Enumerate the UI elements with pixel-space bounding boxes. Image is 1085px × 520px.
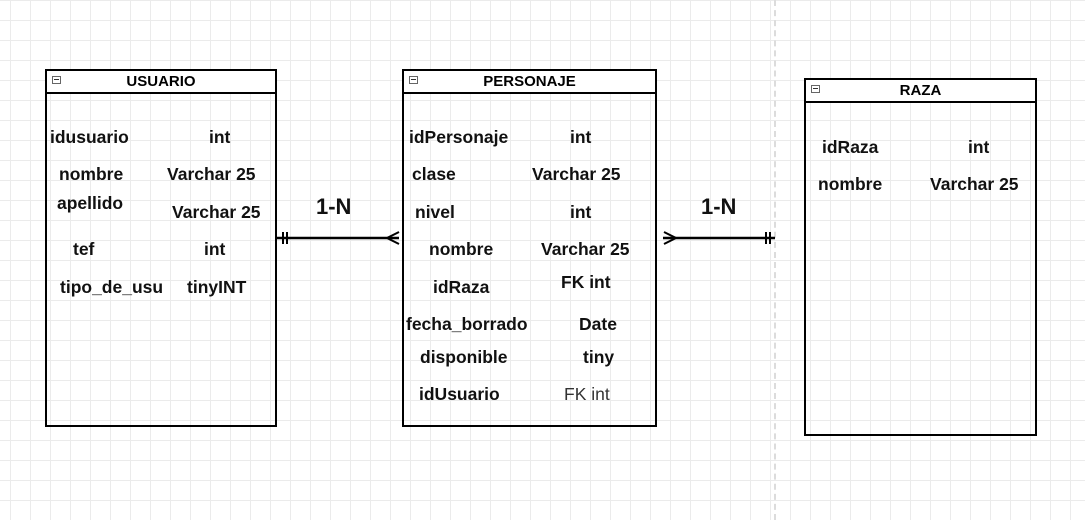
field-name[interactable]: tipo_de_usu <box>60 277 164 297</box>
relationship-label-personaje-raza[interactable]: 1-N <box>701 194 737 219</box>
field-type[interactable]: Varchar 25 <box>532 164 621 184</box>
page-break-guide <box>774 0 776 520</box>
collapse-minus-icon[interactable] <box>811 85 820 93</box>
entity-personaje-title: PERSONAJE <box>483 73 576 90</box>
field-type[interactable]: Varchar 25 <box>172 202 261 222</box>
field-name[interactable]: idPersonaje <box>409 127 509 147</box>
entity-raza-title: RAZA <box>899 82 942 99</box>
entity-usuario-header[interactable]: USUARIO <box>47 71 275 94</box>
field-type[interactable]: Varchar 25 <box>930 174 1019 194</box>
field-type[interactable]: int <box>570 202 592 222</box>
field-name[interactable]: tef <box>73 239 95 259</box>
entity-usuario-title: USUARIO <box>126 73 196 90</box>
field-type[interactable]: Varchar 25 <box>167 164 256 184</box>
field-name[interactable]: nombre <box>429 239 494 259</box>
field-name[interactable]: apellido <box>57 193 124 213</box>
entity-raza[interactable]: RAZA idRaza int nombre Varchar 25 <box>804 78 1037 436</box>
field-type[interactable]: int <box>209 127 231 147</box>
field-type[interactable]: int <box>968 137 990 157</box>
field-type[interactable]: Date <box>579 314 617 334</box>
field-name[interactable]: idRaza <box>433 277 490 297</box>
field-type[interactable]: FK int <box>564 384 610 404</box>
field-name[interactable]: fecha_borrado <box>406 314 528 334</box>
field-name[interactable]: nombre <box>818 174 883 194</box>
entity-usuario[interactable]: USUARIO idusuario int nombre Varchar 25 … <box>45 69 277 427</box>
entity-personaje[interactable]: PERSONAJE idPersonaje int clase Varchar … <box>402 69 657 427</box>
field-type[interactable]: FK int <box>561 272 611 292</box>
connector-usuario-personaje[interactable] <box>277 231 400 245</box>
field-name[interactable]: clase <box>412 164 456 184</box>
connector-personaje-raza[interactable] <box>663 231 775 245</box>
field-name[interactable]: nivel <box>415 202 455 222</box>
field-name[interactable]: idRaza <box>822 137 879 157</box>
collapse-minus-icon[interactable] <box>409 76 418 84</box>
entity-personaje-header[interactable]: PERSONAJE <box>404 71 655 94</box>
entity-raza-header[interactable]: RAZA <box>806 80 1035 103</box>
field-name[interactable]: idUsuario <box>419 384 500 404</box>
field-type[interactable]: int <box>204 239 226 259</box>
field-type[interactable]: tinyINT <box>187 277 247 297</box>
field-type[interactable]: int <box>570 127 592 147</box>
collapse-minus-icon[interactable] <box>52 76 61 84</box>
field-type[interactable]: Varchar 25 <box>541 239 630 259</box>
field-type[interactable]: tiny <box>583 347 615 367</box>
field-name[interactable]: nombre <box>59 164 124 184</box>
field-name[interactable]: disponible <box>420 347 508 367</box>
field-name[interactable]: idusuario <box>50 127 129 147</box>
relationship-label-usuario-personaje[interactable]: 1-N <box>316 194 352 219</box>
